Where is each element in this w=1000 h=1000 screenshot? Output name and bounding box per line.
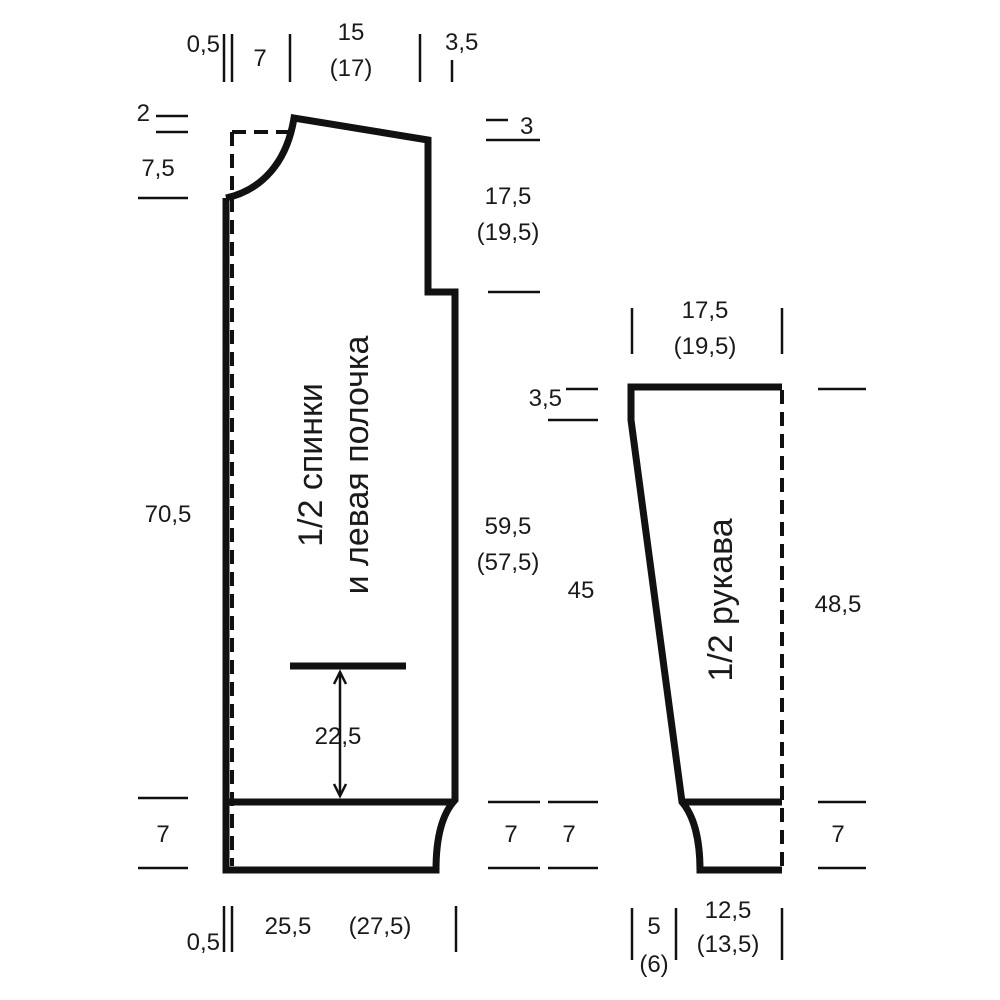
dim-armhole-depth-alt: (19,5) — [477, 219, 540, 246]
dim-sleeve-bottom-left-alt: (6) — [639, 951, 668, 978]
dim-sleeve-bottom-left: 5 — [647, 913, 660, 940]
dim-pocket-height: 22,5 — [315, 723, 362, 750]
dim-neck-depth: 7,5 — [141, 155, 174, 182]
dim-sleeve-left-length: 45 — [568, 577, 595, 604]
dim-left-tiny-top: 0,5 — [187, 31, 220, 58]
dim-sleeve-cuff-right: 7 — [831, 821, 844, 848]
dim-side-length: 59,5 — [485, 513, 532, 540]
dim-shoulder-right: 3,5 — [445, 29, 478, 56]
dim-shoulder-inner: 7 — [253, 45, 266, 72]
sleeve-piece: 1/2 рукава 17,5 (19,5) 3,5 45 7 48,5 7 5… — [529, 297, 866, 978]
pocket-arrow-head-top — [332, 669, 348, 685]
dim-sleeve-bottom-width: 12,5 — [705, 897, 752, 924]
dim-sleeve-cap-drop: 3,5 — [529, 385, 562, 412]
body-outline — [222, 113, 459, 874]
dim-neck-width-alt: (17) — [330, 55, 373, 82]
dim-sleeve-cuff-left: 7 — [562, 821, 575, 848]
dim-sleeve-right-length: 48,5 — [815, 591, 862, 618]
body-title-line2: и левая полочка — [338, 335, 376, 594]
dim-armhole-depth: 17,5 — [485, 183, 532, 210]
body-title-line1: 1/2 спинки — [292, 383, 330, 547]
dim-bottom-tiny: 0,5 — [187, 929, 220, 956]
sleeve-outline — [627, 383, 782, 874]
pocket-arrow-head-bottom — [332, 783, 348, 799]
dim-hem-right: 7 — [504, 821, 517, 848]
dim-sleeve-top-width: 17,5 — [682, 297, 729, 324]
dim-sleeve-top-width-alt: (19,5) — [674, 333, 737, 360]
dim-bottom-width: 25,5 — [265, 913, 312, 940]
dim-neck-drop-small: 2 — [137, 100, 150, 127]
dim-side-length-alt: (57,5) — [477, 549, 540, 576]
dim-sleeve-bottom-width-alt: (13,5) — [697, 931, 760, 958]
dim-bottom-width-alt: (27,5) — [349, 913, 412, 940]
dim-hem-left: 7 — [156, 821, 169, 848]
body-piece: 1/2 спинки и левая полочка 0,5 7 15 (17)… — [137, 19, 540, 956]
dim-total-length: 70,5 — [145, 501, 192, 528]
dim-shoulder-slope: 3 — [520, 113, 533, 140]
sleeve-title: 1/2 рукава — [702, 518, 740, 681]
dim-neck-width: 15 — [338, 19, 365, 46]
